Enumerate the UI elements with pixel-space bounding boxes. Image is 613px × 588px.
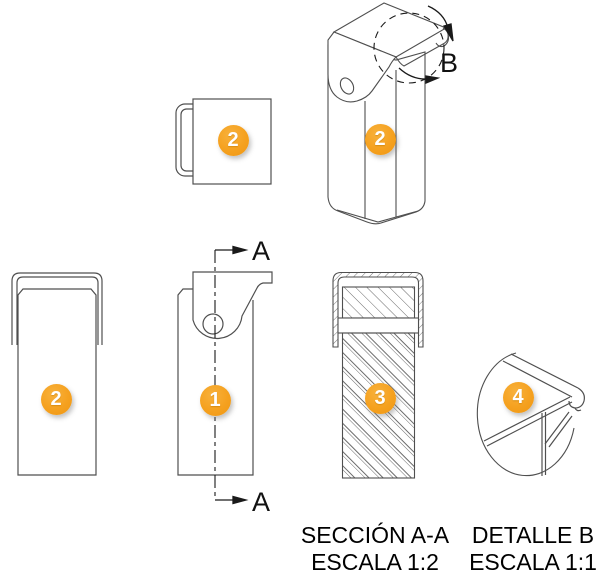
balloon-isometric: 2 <box>364 123 396 155</box>
detail-top-face <box>505 351 578 397</box>
post-tab <box>192 271 273 340</box>
balloon-detail: 4 <box>502 381 534 413</box>
balloon-top: 2 <box>217 124 249 156</box>
detail-arrowhead-top <box>443 23 454 42</box>
detail-top-face-upper-edge <box>510 353 579 389</box>
detail-boundary-circle <box>373 12 445 84</box>
detail-strut-edge-1 <box>544 411 570 445</box>
view-front-sectioned <box>177 271 273 476</box>
section-letter-a-top: A <box>252 236 271 266</box>
post-left-edge <box>177 288 254 476</box>
view-isometric <box>327 2 450 225</box>
section-gap-band <box>337 317 420 334</box>
section-clip-ring <box>332 271 424 348</box>
section-letter-a-bottom: A <box>252 487 271 517</box>
balloon-section: 3 <box>364 382 396 414</box>
caption-detail-title: DETALLE B <box>471 522 595 548</box>
view-front <box>11 272 103 476</box>
handle-outer-line <box>175 103 193 177</box>
caption-section-title: SECCIÓN A-A <box>300 522 450 548</box>
detail-arrowhead-bottom <box>425 75 441 84</box>
detail-strut-edge-2 <box>548 415 573 448</box>
detail-fold-edge-upper <box>483 396 571 442</box>
caption-section: SECCIÓN A-A ESCALA 1:2 <box>290 522 460 576</box>
balloon-front: 2 <box>40 383 72 415</box>
view-detail-b <box>476 351 585 477</box>
caption-detail-scale: ESCALA 1:1 <box>469 549 597 575</box>
caption-section-scale: ESCALA 1:2 <box>311 549 439 575</box>
view-section-a-a <box>332 271 424 479</box>
front-clip-outer <box>11 272 103 345</box>
detail-b-annotation <box>373 5 454 84</box>
iso-tab-hole <box>339 77 355 95</box>
section-line-a-a <box>214 245 249 505</box>
caption-detail: DETALLE B ESCALA 1:1 <box>463 522 603 576</box>
iso-clip-tab <box>327 31 397 103</box>
detail-letter-b: B <box>440 48 459 78</box>
iso-post-bottom-edge <box>336 209 419 223</box>
detail-lip-tip <box>574 407 582 412</box>
front-body <box>17 288 97 476</box>
detail-lip-hook <box>568 387 585 409</box>
section-top-block <box>341 286 416 319</box>
post-tab-hole <box>202 313 224 335</box>
detail-boundary-arc <box>476 352 575 477</box>
front-clip-inner <box>16 276 99 345</box>
section-arrow-bottom-head <box>232 495 249 505</box>
detail-fold-edge-lower <box>486 401 573 447</box>
section-arrow-top-head <box>232 245 249 255</box>
handle-inner-line <box>180 108 193 172</box>
balloon-front-sectioned: 1 <box>199 384 231 416</box>
detail-top-face-lower-edge <box>502 360 573 398</box>
